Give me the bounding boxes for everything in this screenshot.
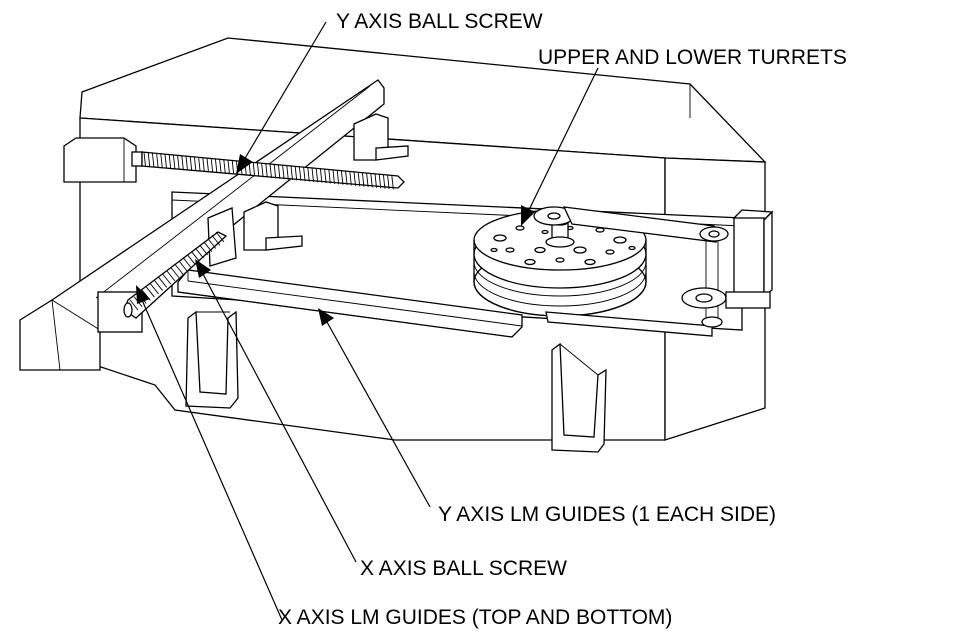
leader-x-axis-lm-guides bbox=[136, 285, 283, 621]
label-y-axis-lm-guides: Y AXIS LM GUIDES (1 EACH SIDE) bbox=[438, 503, 776, 526]
label-upper-lower-turrets: UPPER AND LOWER TURRETS bbox=[538, 46, 847, 69]
x-axis-ball-screw-assembly bbox=[123, 207, 237, 319]
y-axis-lm-guide-rail bbox=[177, 269, 523, 338]
y-axis-ball-screw bbox=[141, 151, 405, 190]
label-y-axis-ball-screw: Y AXIS BALL SCREW bbox=[336, 10, 543, 33]
carriage-block-upper bbox=[353, 113, 409, 161]
carriage-block-lower bbox=[243, 201, 303, 251]
label-x-axis-lm-guides: X AXIS LM GUIDES (TOP AND BOTTOM) bbox=[278, 606, 672, 629]
support-bracket-right bbox=[551, 342, 607, 453]
turret-assembly bbox=[473, 206, 729, 337]
y-axis-motor bbox=[63, 137, 143, 183]
support-bracket-left bbox=[185, 310, 239, 409]
leader-x-axis-ball-screw bbox=[195, 259, 357, 563]
turret-motor bbox=[725, 209, 774, 309]
label-x-axis-ball-screw: X AXIS BALL SCREW bbox=[360, 557, 567, 580]
leader-y-axis-ball-screw bbox=[236, 21, 327, 174]
leader-upper-lower-turrets bbox=[521, 67, 599, 226]
leader-y-axis-lm-guides bbox=[318, 308, 431, 508]
